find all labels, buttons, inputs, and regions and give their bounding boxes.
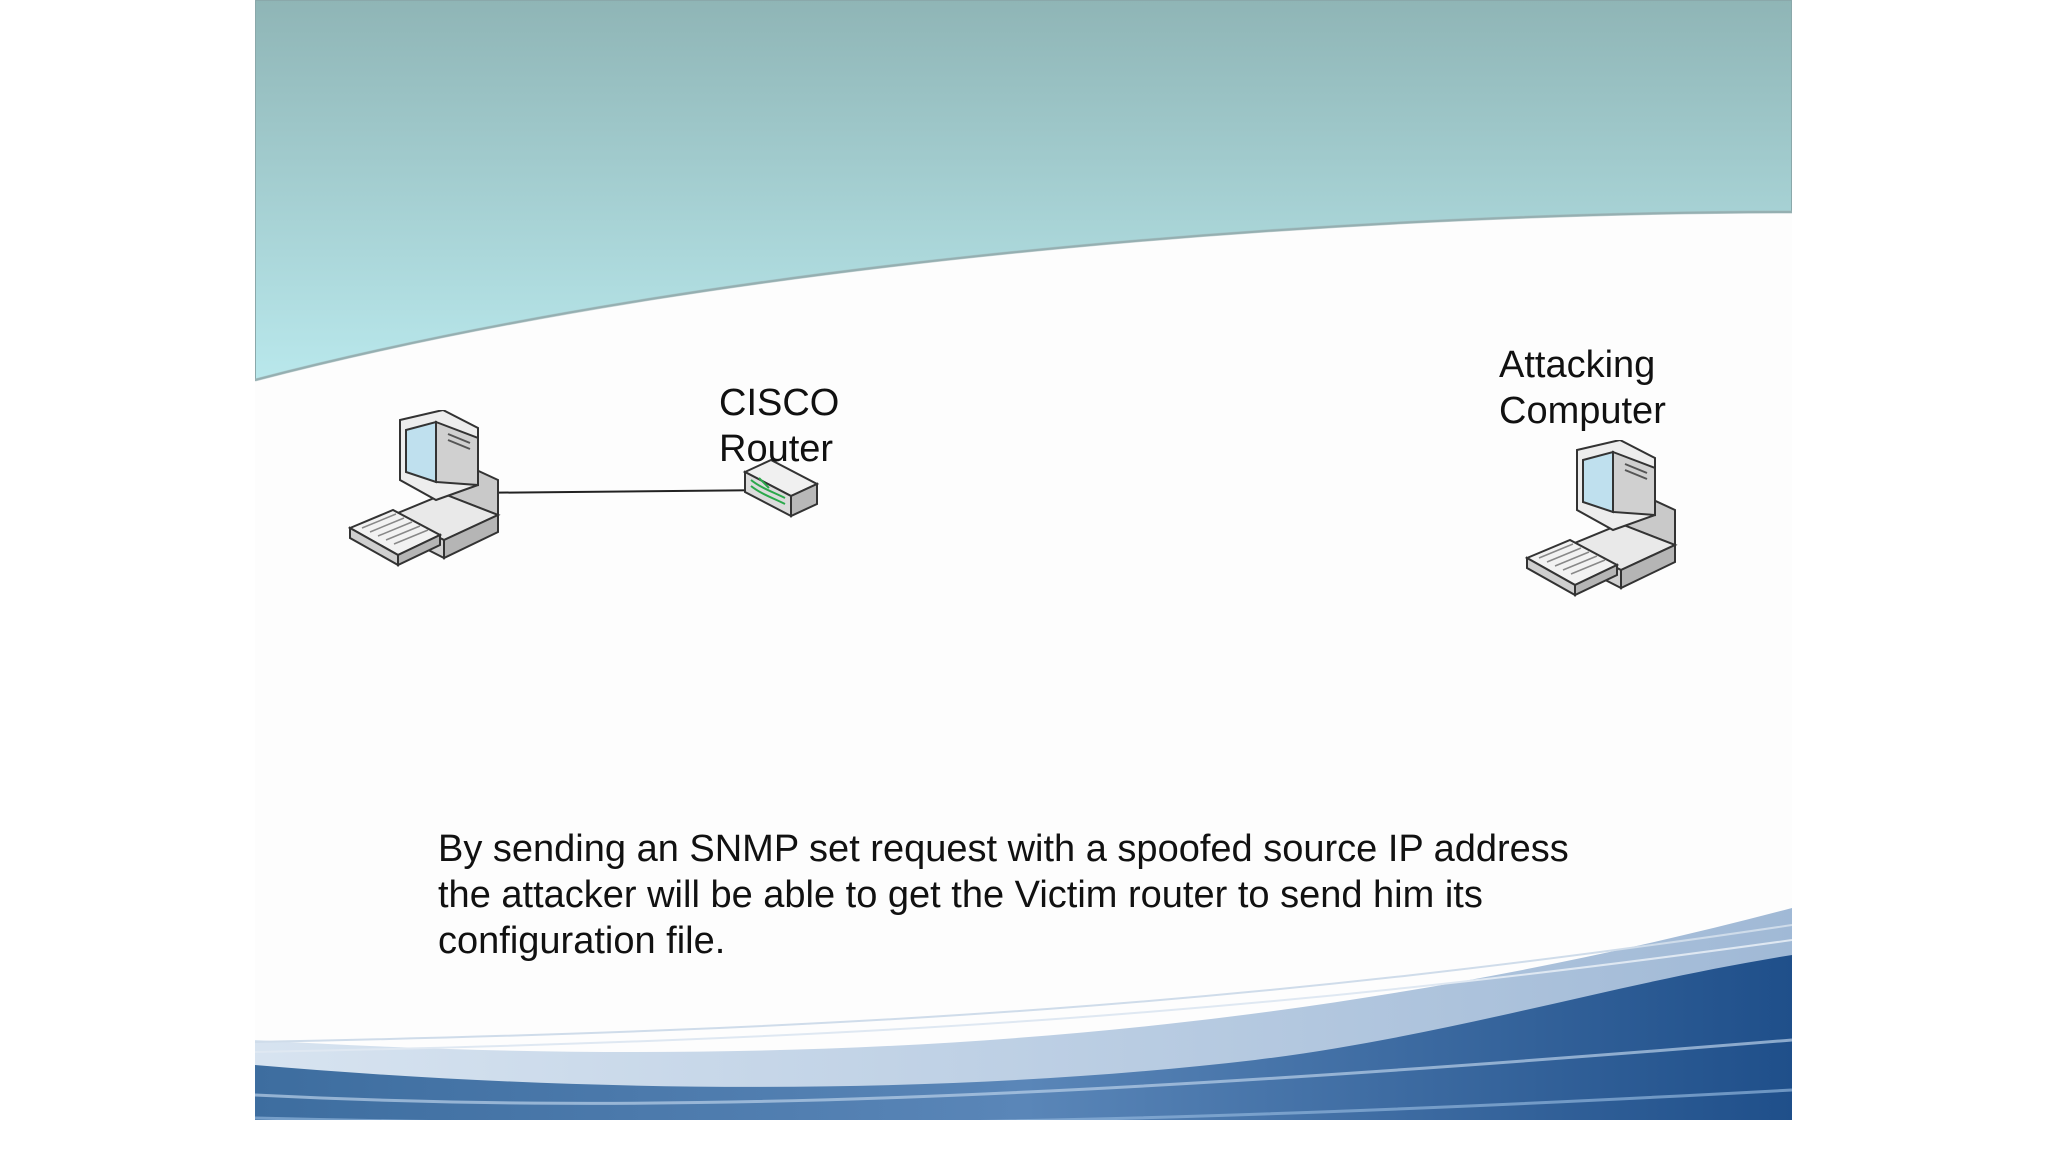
body-text-line1: By sending an SNMP set request with a sp… [438,826,1688,872]
attacker-label-line2: Computer [1499,388,1666,434]
slide: CISCO Router Attacking Computer By sendi… [255,0,1792,1152]
attacker-label: Attacking Computer [1499,342,1666,434]
body-text-line2: the attacker will be able to get the Vic… [438,872,1688,918]
body-text-line3: configuration file. [438,918,1688,964]
router-label: CISCO Router [719,380,839,472]
body-text: By sending an SNMP set request with a sp… [438,826,1688,964]
victim-computer-icon [348,410,508,575]
attacker-label-line1: Attacking [1499,342,1666,388]
network-link [462,490,780,493]
router-label-line2: Router [719,426,839,472]
header-band [255,0,1792,380]
attacking-computer-icon [1525,440,1685,605]
router-label-line1: CISCO [719,380,839,426]
